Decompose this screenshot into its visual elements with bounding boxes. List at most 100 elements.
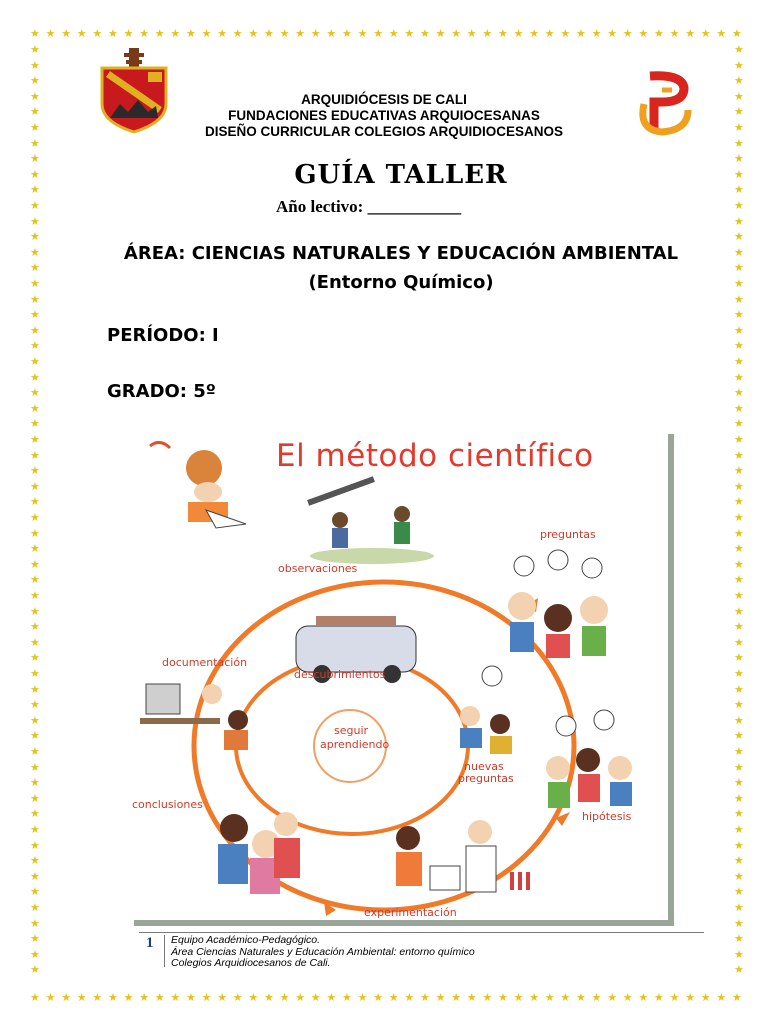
star-icon: ★ bbox=[248, 27, 259, 40]
star-icon: ★ bbox=[638, 991, 649, 1004]
star-icon: ★ bbox=[734, 932, 744, 946]
star-icon: ★ bbox=[92, 991, 103, 1004]
star-icon: ★ bbox=[30, 245, 40, 259]
institution-header: ARQUIDIÓCESIS DE CALI FUNDACIONES EDUCAT… bbox=[0, 92, 768, 140]
star-icon: ★ bbox=[669, 27, 680, 40]
school-year-field: Año lectivo: ___________ bbox=[276, 197, 462, 216]
star-icon: ★ bbox=[61, 27, 72, 40]
star-icon: ★ bbox=[513, 27, 524, 40]
period-label: PERÍODO: I bbox=[107, 325, 219, 346]
star-icon: ★ bbox=[30, 667, 40, 680]
star-icon: ★ bbox=[217, 27, 228, 40]
star-icon: ★ bbox=[30, 916, 40, 930]
star-icon: ★ bbox=[92, 27, 103, 40]
star-icon: ★ bbox=[295, 991, 306, 1004]
star-icon: ★ bbox=[76, 27, 87, 40]
star-icon: ★ bbox=[30, 698, 40, 712]
star-icon: ★ bbox=[435, 27, 446, 40]
star-icon: ★ bbox=[734, 167, 744, 181]
star-icon: ★ bbox=[591, 27, 602, 40]
thinking-kids-sketch bbox=[460, 665, 512, 754]
star-icon: ★ bbox=[186, 991, 196, 1004]
star-icon: ★ bbox=[734, 292, 744, 306]
star-icon: ★ bbox=[734, 495, 744, 509]
star-icon: ★ bbox=[30, 167, 40, 181]
star-icon: ★ bbox=[30, 885, 40, 899]
star-icon: ★ bbox=[734, 370, 744, 384]
star-icon: ★ bbox=[30, 791, 40, 805]
star-icon: ★ bbox=[170, 27, 181, 40]
star-icon: ★ bbox=[734, 651, 744, 665]
star-icon: ★ bbox=[30, 932, 40, 946]
computer-desk-sketch bbox=[140, 683, 248, 750]
star-icon: ★ bbox=[373, 991, 384, 1004]
grade-label: GRADO: 5º bbox=[107, 381, 216, 402]
star-icon: ★ bbox=[734, 916, 744, 930]
star-icon: ★ bbox=[734, 729, 744, 743]
footer-divider bbox=[139, 932, 704, 933]
star-icon: ★ bbox=[734, 776, 744, 790]
star-icon: ★ bbox=[734, 620, 744, 634]
star-icon: ★ bbox=[310, 991, 321, 1004]
star-icon: ★ bbox=[30, 308, 40, 322]
scientific-method-illustration: El método científico observaciones pregu… bbox=[126, 428, 674, 926]
star-icon: ★ bbox=[734, 963, 744, 977]
star-icon: ★ bbox=[734, 214, 744, 228]
star-icon: ★ bbox=[30, 448, 40, 462]
star-icon: ★ bbox=[576, 991, 586, 1004]
lab-experiment-sketch bbox=[396, 820, 530, 893]
star-icon: ★ bbox=[734, 308, 744, 322]
star-icon: ★ bbox=[30, 869, 40, 883]
star-icon: ★ bbox=[700, 27, 711, 40]
star-icon: ★ bbox=[734, 183, 744, 197]
label-experimentacion: experimentación bbox=[364, 906, 457, 919]
star-icon: ★ bbox=[388, 27, 399, 40]
star-icon: ★ bbox=[482, 991, 493, 1004]
header-line-2: FUNDACIONES EDUCATIVAS ARQUIOCESANAS bbox=[228, 108, 540, 123]
star-icon: ★ bbox=[45, 27, 56, 40]
star-icon: ★ bbox=[61, 991, 72, 1004]
star-icon: ★ bbox=[734, 573, 744, 587]
star-icon: ★ bbox=[30, 323, 40, 337]
star-icon: ★ bbox=[295, 27, 306, 40]
child-reading-sketch bbox=[149, 441, 247, 529]
header-line-1: ARQUIDIÓCESIS DE CALI bbox=[301, 92, 467, 107]
star-icon: ★ bbox=[30, 511, 40, 524]
center-circle bbox=[313, 709, 387, 783]
footer-line-2: Área Ciencias Naturales y Educación Ambi… bbox=[171, 945, 475, 958]
star-icon: ★ bbox=[716, 991, 727, 1004]
star-icon: ★ bbox=[357, 991, 368, 1004]
star-icon: ★ bbox=[420, 27, 430, 40]
star-icon: ★ bbox=[30, 542, 40, 556]
star-icon: ★ bbox=[30, 589, 40, 602]
star-icon: ★ bbox=[342, 27, 352, 40]
star-icon: ★ bbox=[734, 713, 744, 727]
star-icon: ★ bbox=[498, 27, 508, 40]
star-icon: ★ bbox=[734, 323, 744, 337]
star-icon: ★ bbox=[30, 651, 40, 665]
star-icon: ★ bbox=[466, 991, 477, 1004]
star-icon: ★ bbox=[30, 230, 40, 244]
star-icon: ★ bbox=[30, 214, 40, 228]
star-icon: ★ bbox=[30, 479, 40, 493]
star-icon: ★ bbox=[326, 27, 337, 40]
star-icon: ★ bbox=[30, 292, 40, 306]
star-icon: ★ bbox=[607, 27, 618, 40]
star-icon: ★ bbox=[30, 89, 40, 103]
star-icon: ★ bbox=[669, 991, 680, 1004]
star-icon: ★ bbox=[30, 991, 40, 1004]
star-icon: ★ bbox=[108, 991, 118, 1004]
star-icon: ★ bbox=[466, 27, 477, 40]
star-icon: ★ bbox=[45, 991, 56, 1004]
star-icon: ★ bbox=[388, 991, 399, 1004]
star-icon: ★ bbox=[560, 27, 571, 40]
star-icon: ★ bbox=[264, 991, 274, 1004]
star-icon: ★ bbox=[544, 991, 555, 1004]
star-icon: ★ bbox=[451, 27, 462, 40]
star-icon: ★ bbox=[123, 991, 134, 1004]
star-icon: ★ bbox=[232, 991, 243, 1004]
star-icon: ★ bbox=[451, 991, 462, 1004]
star-icon: ★ bbox=[734, 604, 744, 618]
star-icon: ★ bbox=[734, 854, 744, 868]
illustration-title: El método científico bbox=[276, 438, 594, 474]
